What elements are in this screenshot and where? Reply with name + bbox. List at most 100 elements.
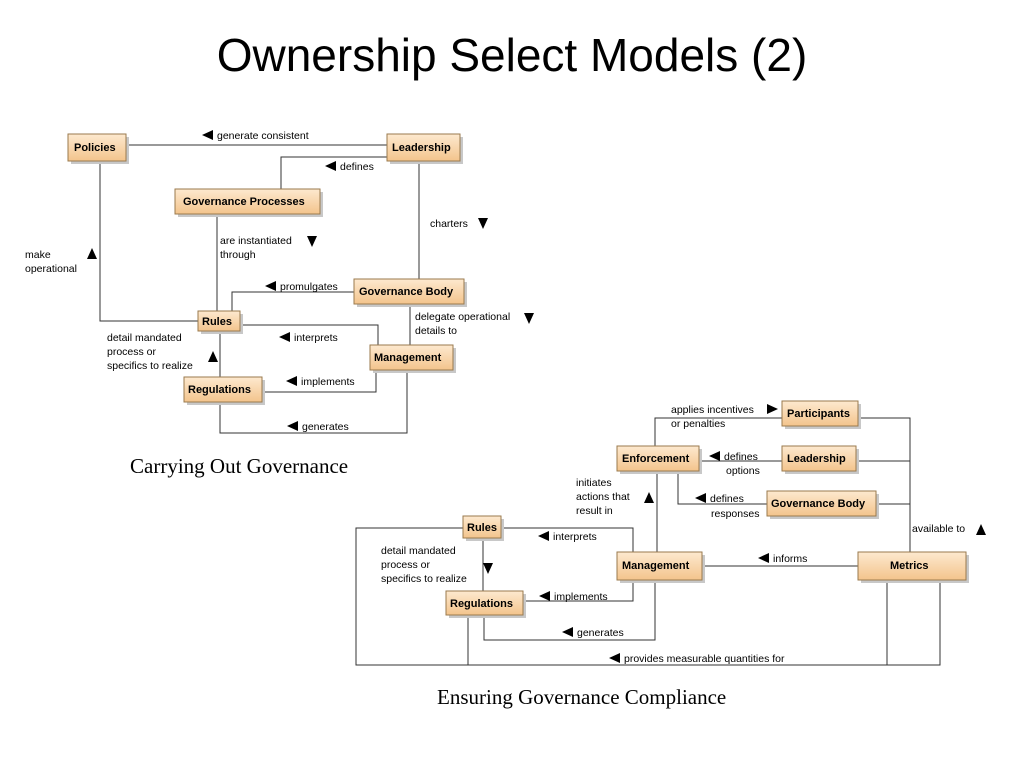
label-defines-resp-1: defines [710,493,744,505]
node-metrics-label: Metrics [890,560,929,572]
label-charters: charters [430,218,468,230]
label-defines: defines [340,161,374,173]
node-governance-body: Governance Body [353,278,467,307]
edge-generates [219,371,408,434]
label-instantiated-1: are instantiated [220,235,292,247]
d1-edges [99,144,420,434]
label-detail-2: process or [107,346,157,358]
node-participants-label: Participants [787,408,850,420]
label-detail-2: process or [381,559,431,571]
d1-arrows [87,130,534,431]
node-participants: Participants [781,400,861,429]
label-defines-resp-2: responses [711,508,759,520]
label-detail-3: specifics to realize [107,360,193,372]
label-delegate-1: delegate operational [415,311,510,323]
node-governance-body-2: Governance Body [766,490,879,519]
label-delegate-2: details to [415,325,457,337]
d1-edge-labels: generate consistent defines charters are… [25,130,510,433]
label-detail-1: detail mandated [107,332,182,344]
node-leadership-label: Leadership [392,142,451,154]
arrow-left-icon [758,553,769,563]
node-management-label: Management [374,352,442,364]
label-applies-2: or penalties [671,418,725,430]
label-informs: informs [773,553,807,565]
node-leadership-2: Leadership [781,445,859,474]
edge-defines [280,156,387,190]
label-generates: generates [577,627,624,639]
label-defines-options-2: options [726,465,760,477]
edge-generates [483,580,656,641]
arrow-up-icon [976,524,986,535]
label-detail-3: specifics to realize [381,573,467,585]
arrow-left-icon [325,161,336,171]
label-promulgates: promulgates [280,281,338,293]
arrow-left-icon [265,281,276,291]
node-leadership: Leadership [386,133,463,164]
arrow-left-icon [609,653,620,663]
node-management-2-label: Management [622,560,690,572]
edge-make-operational [99,163,198,322]
edge-participants-available [858,417,911,552]
edge-implements [523,580,634,602]
d2-edges [355,417,941,666]
edge-promulgates [231,291,355,312]
d2-edge-labels: applies incentives or penalties defines … [381,404,965,665]
node-policies: Policies [67,133,129,164]
node-regulations: Regulations [183,376,265,405]
edge-implements [262,371,377,393]
node-enforcement-label: Enforcement [622,453,690,465]
node-governance-processes: Governance Processes [174,188,323,217]
label-interprets: interprets [294,332,338,344]
arrow-left-icon [287,421,298,431]
node-metrics: Metrics [857,551,969,583]
node-regulations-2-label: Regulations [450,598,513,610]
caption-ensuring-compliance: Ensuring Governance Compliance [437,685,726,709]
node-rules: Rules [197,310,243,334]
label-initiates-3: result in [576,505,613,517]
arrow-left-icon [286,376,297,386]
label-detail-1: detail mandated [381,545,456,557]
edge-provides [355,527,941,666]
label-defines-options-1: defines [724,451,758,463]
arrow-up-icon [87,248,97,259]
label-generate-consistent: generate consistent [217,130,309,142]
node-policies-label: Policies [74,142,116,154]
node-regulations-label: Regulations [188,384,251,396]
arrow-left-icon [562,627,573,637]
arrow-left-icon [202,130,213,140]
slide-title: Ownership Select Models (2) [216,29,808,81]
arrow-up-icon [208,351,218,362]
node-governance-body-2-label: Governance Body [771,498,866,510]
arrow-up-icon [644,492,654,503]
node-governance-processes-label: Governance Processes [183,196,305,208]
arrow-down-icon [478,218,488,229]
d2-arrows [483,404,986,663]
node-enforcement: Enforcement [616,445,702,474]
label-make-2: operational [25,263,77,275]
arrow-left-icon [695,493,706,503]
label-interprets: interprets [553,531,597,543]
edge-interprets [240,324,379,345]
label-available-to: available to [912,523,965,535]
node-management: Management [369,344,456,373]
arrow-left-icon [539,591,550,601]
label-implements: implements [554,591,608,603]
node-rules-2-label: Rules [467,522,497,534]
label-make-1: make [25,249,51,261]
label-instantiated-2: through [220,249,256,261]
arrow-right-icon [767,404,778,414]
node-leadership-2-label: Leadership [787,453,846,465]
node-regulations-2: Regulations [445,590,526,618]
edge-applies [654,417,782,446]
edge-interprets [501,527,634,552]
label-initiates-2: actions that [576,491,630,503]
label-implements: implements [301,376,355,388]
label-initiates-1: initiates [576,477,612,489]
node-management-2: Management [616,551,705,583]
label-generates: generates [302,421,349,433]
label-applies-1: applies incentives [671,404,754,416]
arrow-left-icon [279,332,290,342]
arrow-left-icon [709,451,720,461]
arrow-down-icon [524,313,534,324]
